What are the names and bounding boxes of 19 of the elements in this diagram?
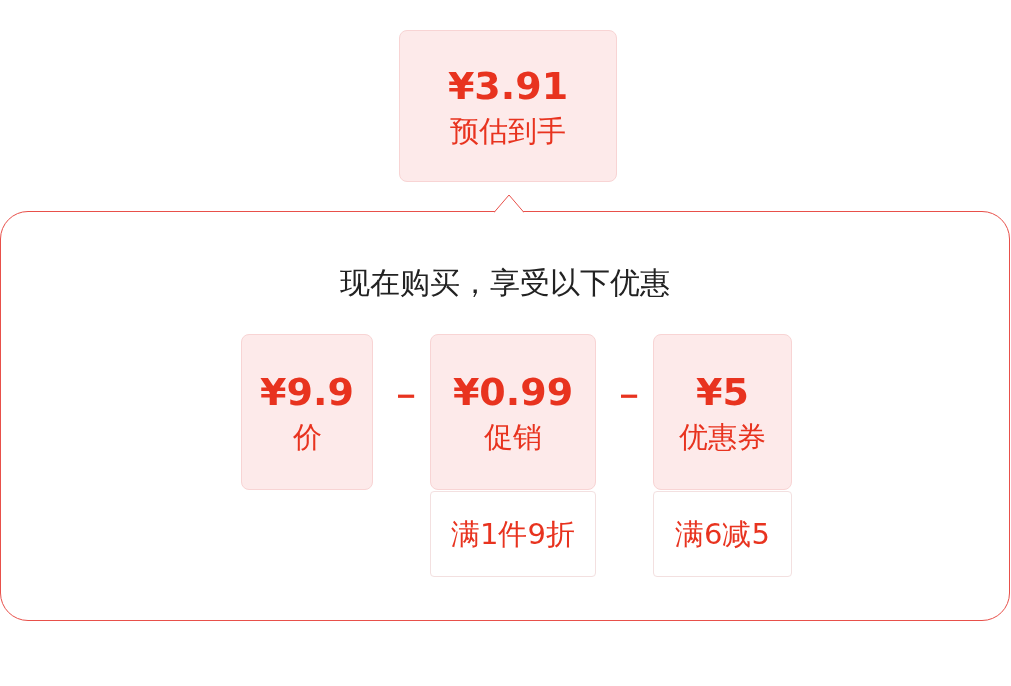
- panel-heading: 现在购买，享受以下优惠: [339, 264, 671, 302]
- rule-tag: [430, 491, 596, 577]
- price-card: [399, 30, 617, 182]
- rule-tag: [653, 491, 792, 577]
- minus-sign: －: [389, 377, 423, 411]
- price-amount: ¥0.99: [452, 372, 574, 411]
- price-card: [241, 334, 373, 490]
- rule-text: 满1件9折: [451, 519, 575, 549]
- price-label: 预估到手: [450, 116, 566, 146]
- price-amount: ¥3.91: [447, 66, 569, 105]
- price-label: 促销: [484, 422, 542, 452]
- price-amount: ¥5: [696, 372, 749, 411]
- price-card: [653, 334, 792, 490]
- price-label: 价: [292, 422, 322, 452]
- price-amount: ¥9.9: [260, 372, 354, 411]
- price-label: 优惠券: [679, 422, 766, 452]
- minus-sign: －: [612, 377, 646, 411]
- rule-text: 满6减5: [675, 519, 770, 549]
- price-card: [430, 334, 596, 490]
